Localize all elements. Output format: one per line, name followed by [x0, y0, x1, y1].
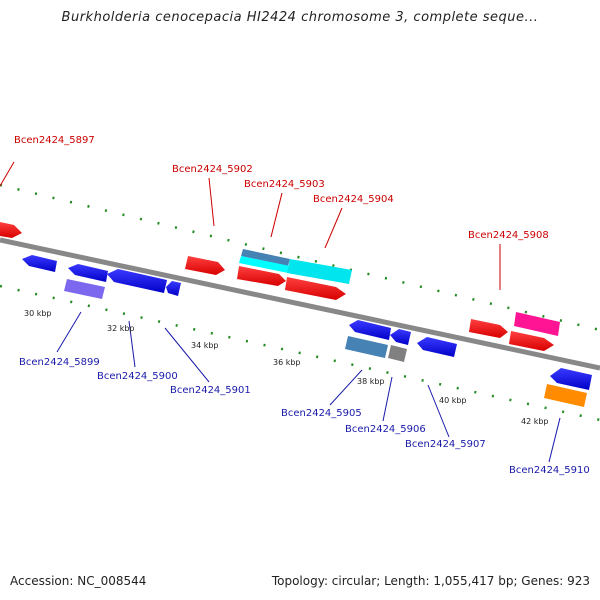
inner-dotted-track	[0, 284, 600, 422]
scale-labels: 30 kbp 32 kbp 34 kbp 36 kbp 38 kbp 40 kb…	[24, 309, 549, 426]
bottom-gene-labels: Bcen2424_5899 Bcen2424_5900 Bcen2424_590…	[19, 357, 590, 476]
gene-blue-7[interactable]	[417, 337, 457, 357]
scale-label: 40 kbp	[439, 396, 467, 405]
scale-label: 34 kbp	[191, 341, 219, 350]
gene-bcen2424-5897[interactable]	[0, 222, 22, 238]
scale-label: 36 kbp	[273, 358, 301, 367]
gene-blue-3[interactable]	[107, 269, 167, 293]
gene-bcen2424-5904[interactable]	[287, 259, 352, 284]
reverse-strand-genes	[22, 255, 592, 407]
forward-strand-genes	[0, 222, 560, 351]
gene-label[interactable]: Bcen2424_5897	[14, 135, 95, 146]
gene-bcen2424-5899[interactable]	[64, 279, 105, 299]
gene-label[interactable]: Bcen2424_5906	[345, 424, 426, 435]
gene-label[interactable]: Bcen2424_5900	[97, 371, 178, 382]
gene-bcen2424-5910[interactable]	[544, 384, 587, 407]
gene-label[interactable]: Bcen2424_5910	[509, 465, 590, 476]
gene-red-a[interactable]	[237, 266, 286, 286]
gene-bcen2424-5902[interactable]	[185, 256, 225, 275]
gene-bcen2424-5908-pink[interactable]	[514, 312, 560, 336]
gene-label[interactable]: Bcen2424_5905	[281, 408, 362, 419]
scale-label: 32 kbp	[107, 324, 135, 333]
top-gene-labels: Bcen2424_5897 Bcen2424_5902 Bcen2424_590…	[14, 135, 549, 241]
gene-red-b[interactable]	[285, 277, 346, 300]
gene-label[interactable]: Bcen2424_5899	[19, 357, 100, 368]
gene-label[interactable]: Bcen2424_5904	[313, 194, 394, 205]
gene-blue-4[interactable]	[166, 281, 181, 296]
gene-bcen2424-5906[interactable]	[388, 345, 407, 362]
accession-text: Accession: NC_008544	[10, 574, 147, 588]
gene-blue-5[interactable]	[349, 320, 391, 340]
gene-label[interactable]: Bcen2424_5901	[170, 385, 251, 396]
gene-bcen2424-5905[interactable]	[345, 336, 388, 358]
gene-label[interactable]: Bcen2424_5908	[468, 230, 549, 241]
gene-red-d[interactable]	[509, 331, 554, 351]
map-title: Burkholderia cenocepacia HI2424 chromoso…	[61, 10, 539, 25]
scale-label: 42 kbp	[521, 417, 549, 426]
top-callouts	[0, 161, 501, 290]
gene-blue-1[interactable]	[22, 255, 57, 272]
gene-label[interactable]: Bcen2424_5907	[405, 439, 486, 450]
gene-blue-8[interactable]	[550, 368, 592, 390]
gene-blue-2[interactable]	[68, 264, 108, 282]
genome-summary-text: Topology: circular; Length: 1,055,417 bp…	[271, 574, 590, 588]
gene-bcen2424-5903-top[interactable]	[241, 249, 290, 266]
bottom-callouts	[56, 311, 561, 463]
gene-bcen2424-5903[interactable]	[239, 256, 290, 273]
scale-label: 38 kbp	[357, 377, 385, 386]
gene-label[interactable]: Bcen2424_5902	[172, 164, 253, 175]
gene-blue-6[interactable]	[390, 329, 411, 345]
gene-red-c[interactable]	[469, 319, 508, 338]
chromosome-backbone	[0, 237, 600, 371]
scale-label: 30 kbp	[24, 309, 52, 318]
gene-label[interactable]: Bcen2424_5903	[244, 179, 325, 190]
